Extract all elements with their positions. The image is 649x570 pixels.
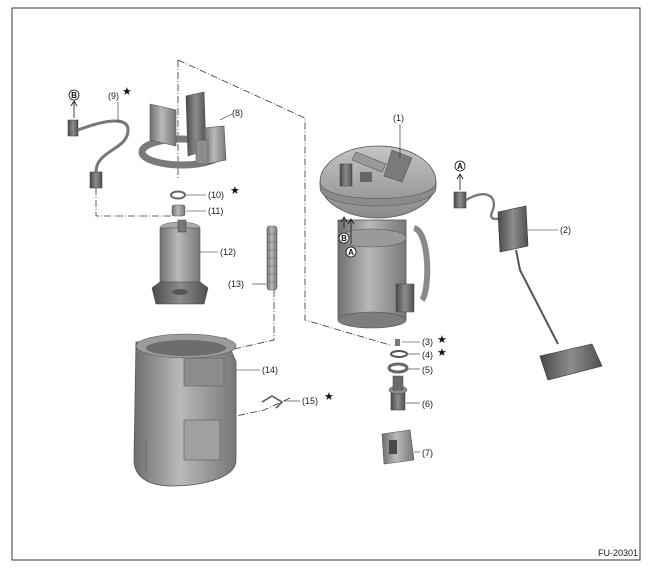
part-star-15: ★ <box>324 390 334 403</box>
diagram-code: FU-20301 <box>598 548 638 558</box>
part-label-3: (3) <box>422 337 433 347</box>
part-star-4: ★ <box>437 346 447 359</box>
part-label-12: (12) <box>220 247 236 257</box>
part-label-7: (7) <box>422 448 433 458</box>
part-label-13: (13) <box>228 279 244 289</box>
diagram-frame <box>11 7 641 561</box>
part-label-6: (6) <box>422 399 433 409</box>
part-labels: (1) (2) (3) ★ (4) ★ (5) (6) (7) (8) (9) … <box>108 85 571 458</box>
connector-a-module-circle <box>345 246 357 258</box>
reservoir-cup-illustration <box>133 333 237 487</box>
leader-lines <box>117 102 558 453</box>
part-label-10: (10) <box>208 190 224 200</box>
filter-illustration <box>266 225 278 291</box>
clip-illustration <box>261 395 284 409</box>
part-label-14: (14) <box>262 365 278 375</box>
part-label-2: (2) <box>560 225 571 235</box>
connector-b-top: B <box>71 91 77 100</box>
part-label-1: (1) <box>393 113 404 123</box>
part-star-10: ★ <box>230 184 240 197</box>
harness-illustration <box>67 100 130 189</box>
fuel-level-sender-illustration <box>453 173 603 381</box>
connector-b-module: B <box>341 234 347 243</box>
connector-markers: B A B A <box>68 89 466 258</box>
connector-b-module-circle <box>338 232 350 244</box>
part-star-3: ★ <box>437 333 447 346</box>
small-seal-illustrations <box>170 190 186 217</box>
retainer-bracket-illustration <box>138 91 227 169</box>
connector-a-module: A <box>348 248 354 257</box>
connector-a-right-circle <box>454 160 466 172</box>
lower-fittings-illustration <box>381 339 415 465</box>
pump-module-illustration <box>319 145 437 329</box>
part-label-8: (8) <box>232 108 243 118</box>
part-label-5: (5) <box>422 365 433 375</box>
fuel-pump-illustration <box>151 219 209 305</box>
part-star-9: ★ <box>122 85 132 98</box>
part-label-9: (9) <box>108 91 119 101</box>
part-label-11: (11) <box>208 206 223 216</box>
part-label-4: (4) <box>422 350 433 360</box>
part-label-15: (15) <box>302 396 318 406</box>
connector-b-top-circle <box>68 89 80 101</box>
connector-a-right: A <box>457 162 463 171</box>
